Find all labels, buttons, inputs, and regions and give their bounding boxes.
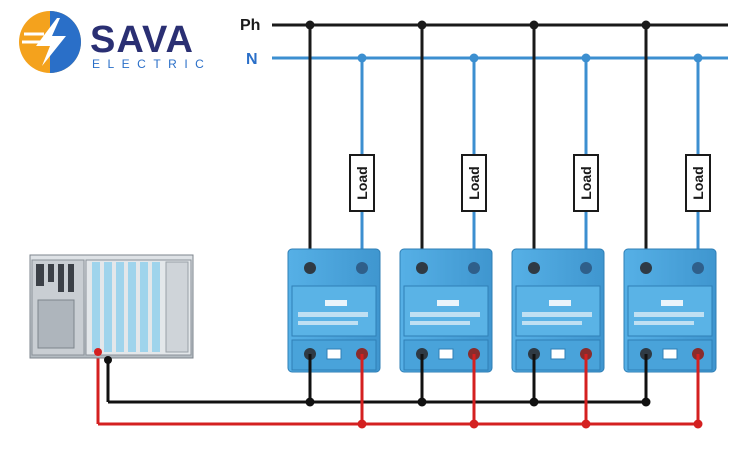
load-label: Load	[690, 166, 706, 199]
load-box	[461, 154, 487, 212]
logo-name: SAVA	[90, 19, 194, 61]
load-label: Load	[354, 166, 370, 199]
sava-electric-logo: SAVA ELECTRIC	[19, 11, 211, 73]
solid-state-relay-icon	[287, 248, 381, 373]
load-label: Load	[578, 166, 594, 199]
logo-subtitle: ELECTRIC	[92, 57, 211, 71]
neutral-label: N	[246, 51, 258, 68]
solid-state-relay-icon	[623, 248, 717, 373]
load-label: Load	[466, 166, 482, 199]
load-box	[349, 154, 375, 212]
relay-channel-1: Load	[287, 20, 381, 429]
phase-label: Ph	[240, 17, 260, 34]
load-box	[685, 154, 711, 212]
relay-channel-2: Load	[399, 20, 493, 429]
relay-channel-4: Load	[623, 20, 717, 429]
relay-channel-3: Load	[511, 20, 605, 429]
lightning-logo-icon	[19, 11, 81, 73]
plc-controller-icon	[29, 254, 194, 364]
load-box	[573, 154, 599, 212]
solid-state-relay-icon	[511, 248, 605, 373]
solid-state-relay-icon	[399, 248, 493, 373]
